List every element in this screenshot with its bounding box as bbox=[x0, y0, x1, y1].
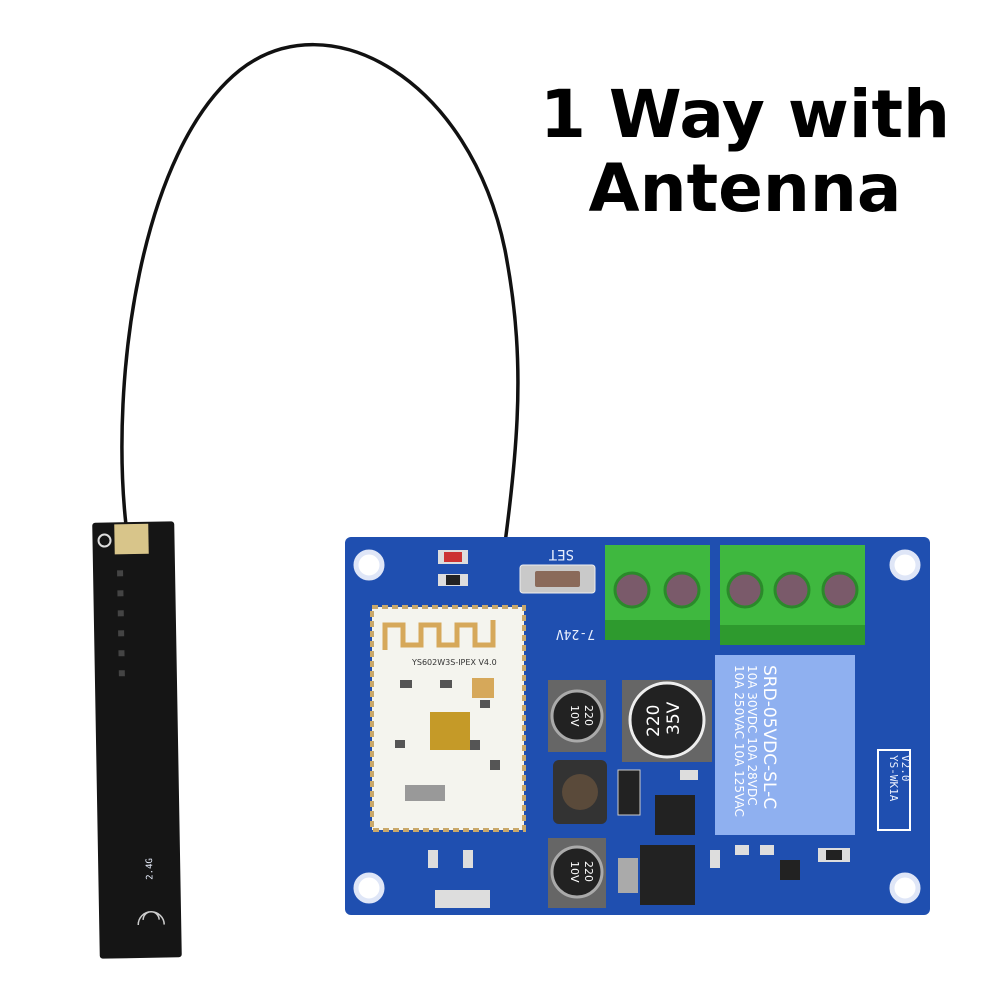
voltage-label: 7-24V bbox=[556, 626, 595, 641]
title-line-1: 1 Way with bbox=[540, 76, 950, 153]
set-label: SET bbox=[548, 546, 574, 562]
antenna-cable bbox=[120, 43, 520, 641]
terminal-block-3way bbox=[720, 545, 865, 645]
module-label: YS602W3S-IPEX V4.0 bbox=[411, 658, 497, 667]
capacitor-1: 220 10V bbox=[548, 680, 606, 752]
relay-model: SRD-05VDC-SL-C bbox=[759, 665, 779, 809]
board-version-label: V2.0 bbox=[899, 755, 912, 782]
cap-2-value: 220 bbox=[644, 705, 664, 737]
wifi-module: YS602W3S-IPEX V4.0 bbox=[370, 605, 526, 832]
ic-chip bbox=[655, 795, 695, 835]
capacitor-2: 220 35V bbox=[622, 680, 712, 762]
terminal-block-2way bbox=[605, 545, 710, 640]
antenna-pcb: 2.4G bbox=[92, 521, 182, 959]
cap-1-value: 220 bbox=[582, 705, 595, 726]
cap-3-value: 220 bbox=[582, 861, 595, 882]
antenna-label: 2.4G bbox=[145, 858, 155, 880]
voltage-regulator bbox=[618, 845, 695, 905]
cap-1-voltage: 10V bbox=[568, 705, 581, 727]
cap-3-voltage: 10V bbox=[568, 861, 581, 883]
capacitor-3: 220 10V bbox=[548, 838, 606, 908]
ipex-connector bbox=[472, 678, 494, 698]
board-model-label: YS-WK1A bbox=[887, 755, 900, 802]
relay: 10A 250VAC 10A 125VAC 10A 30VDC 10A 28VD… bbox=[715, 655, 855, 835]
mounting-holes bbox=[353, 549, 921, 904]
relay-rating-2: 10A 30VDC 10A 28VDC bbox=[745, 665, 759, 806]
relay-rating-1: 10A 250VAC 10A 125VAC bbox=[732, 665, 746, 817]
product-title: 1 Way with Antenna bbox=[520, 78, 970, 226]
title-line-2: Antenna bbox=[588, 150, 902, 227]
wifi-signal-icon bbox=[137, 911, 165, 926]
cap-2-voltage: 35V bbox=[664, 701, 684, 735]
